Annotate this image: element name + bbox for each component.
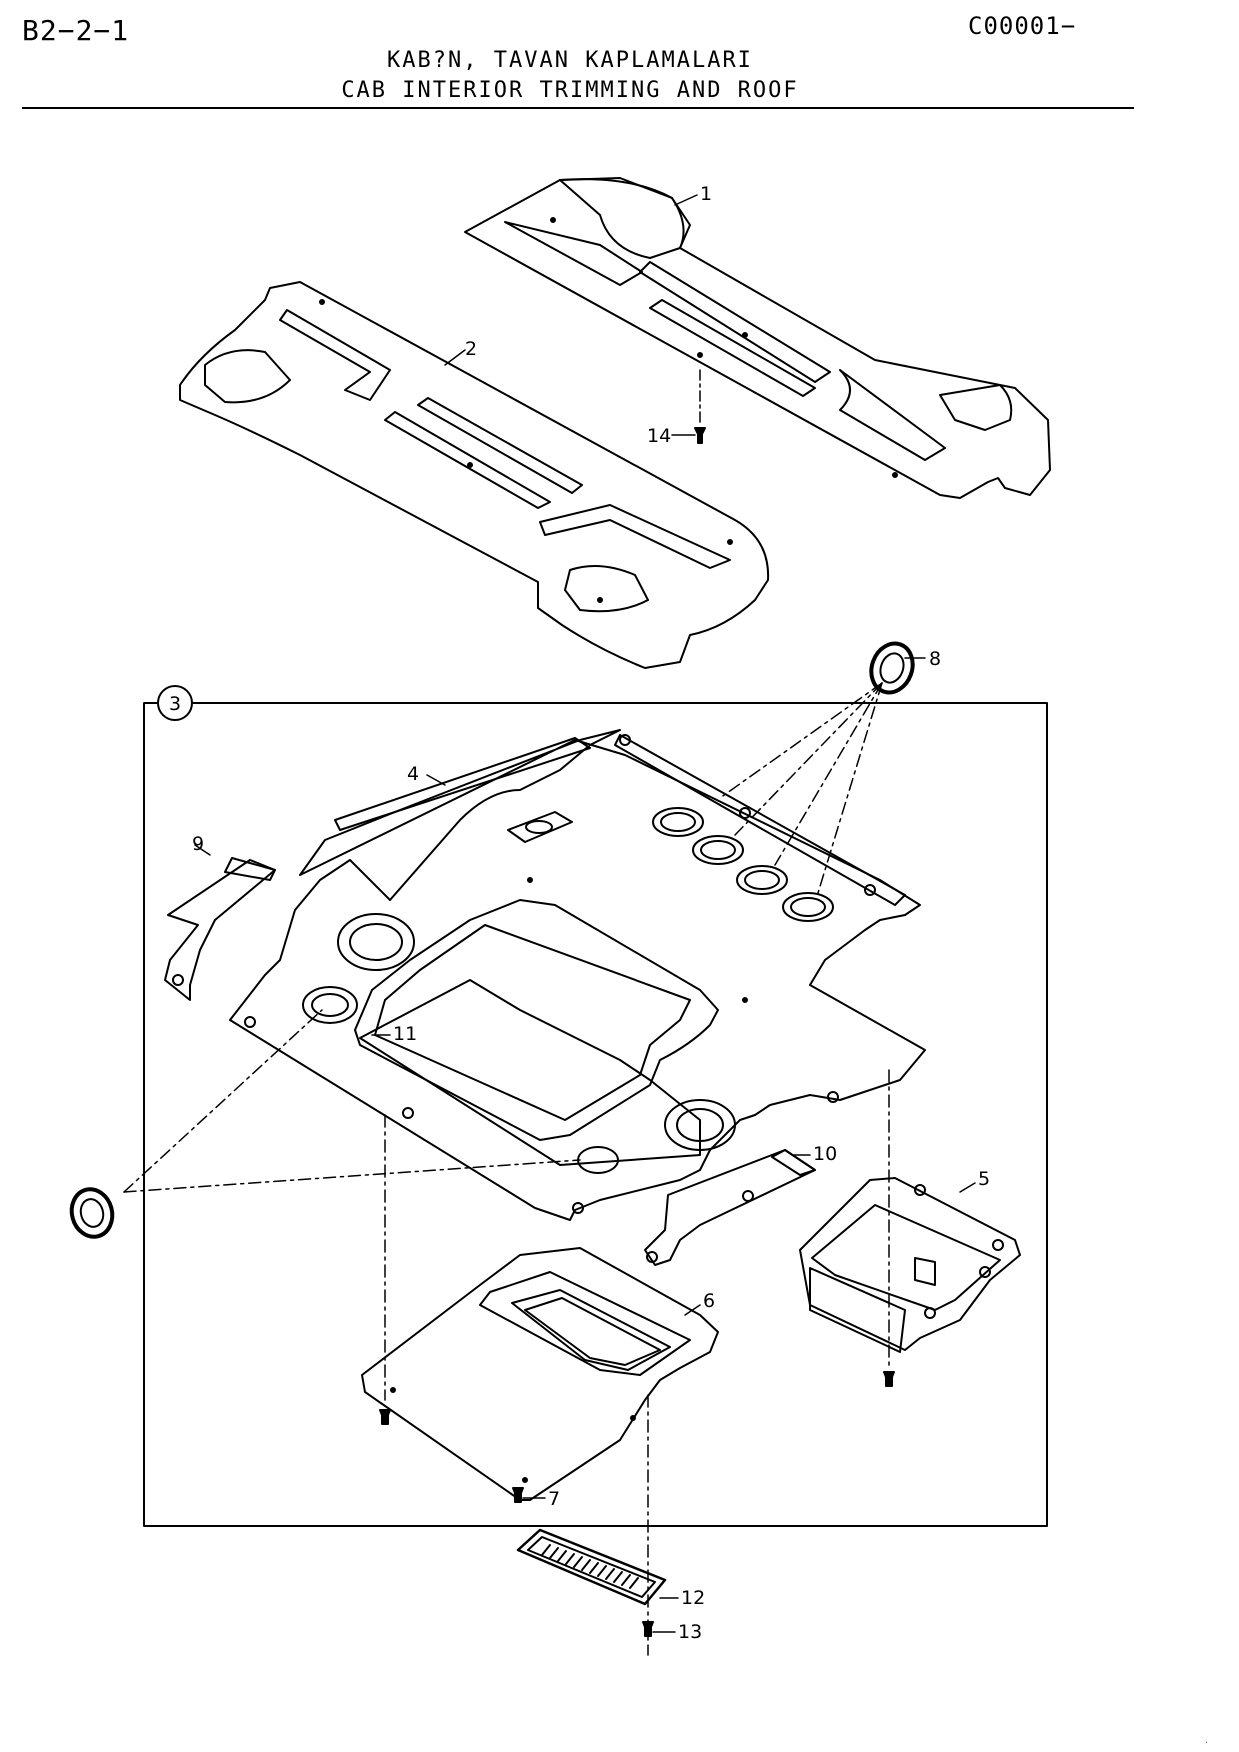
part-5-box xyxy=(799,1177,1021,1353)
title-turkish: KAB?N, TAVAN KAPLAMALARI xyxy=(387,48,753,73)
callout-9: 9 xyxy=(192,833,204,855)
callout-10: 10 xyxy=(813,1143,837,1165)
callout-4: 4 xyxy=(407,763,419,785)
corner-mark: . xyxy=(1205,1735,1209,1746)
callout-7: 7 xyxy=(548,1488,560,1510)
callout-2: 2 xyxy=(465,338,477,360)
callout-6: 6 xyxy=(703,1290,715,1312)
callout-8: 8 xyxy=(929,648,941,670)
document-code: C00001− xyxy=(968,12,1077,40)
part-7-screw xyxy=(512,1487,546,1503)
part-12-grille xyxy=(516,1528,667,1606)
callout-14: 14 xyxy=(647,425,671,447)
part-14-screw xyxy=(671,369,706,444)
callout-3-circle xyxy=(157,685,193,721)
callout-1: 1 xyxy=(700,183,712,205)
part-2-roof-panel xyxy=(179,281,770,669)
assembly-3-frame xyxy=(143,702,1048,1527)
callout-3: 3 xyxy=(169,693,181,715)
callout-leaders xyxy=(194,194,976,1599)
grommet-leader-lines xyxy=(123,682,890,1656)
screw-right xyxy=(883,1371,895,1387)
part-8-grommet xyxy=(869,641,915,695)
part-1-roof-panel xyxy=(464,177,1051,499)
callout-13: 13 xyxy=(678,1621,702,1643)
callout-11: 11 xyxy=(393,1023,417,1045)
part-4-roof-inner xyxy=(229,729,926,1221)
callout-5: 5 xyxy=(978,1168,990,1190)
title-english: CAB INTERIOR TRIMMING AND ROOF xyxy=(341,78,799,103)
part-9-bracket xyxy=(164,857,276,1001)
header-rule xyxy=(22,107,1134,109)
callout-12: 12 xyxy=(681,1587,705,1609)
grommet-left xyxy=(69,1187,115,1239)
screw-left xyxy=(379,1409,391,1425)
page-code: B2−2−1 xyxy=(22,14,130,47)
part-6-panel xyxy=(361,1247,719,1501)
part-13-screw xyxy=(642,1621,676,1637)
part-10-bracket xyxy=(644,1149,816,1266)
